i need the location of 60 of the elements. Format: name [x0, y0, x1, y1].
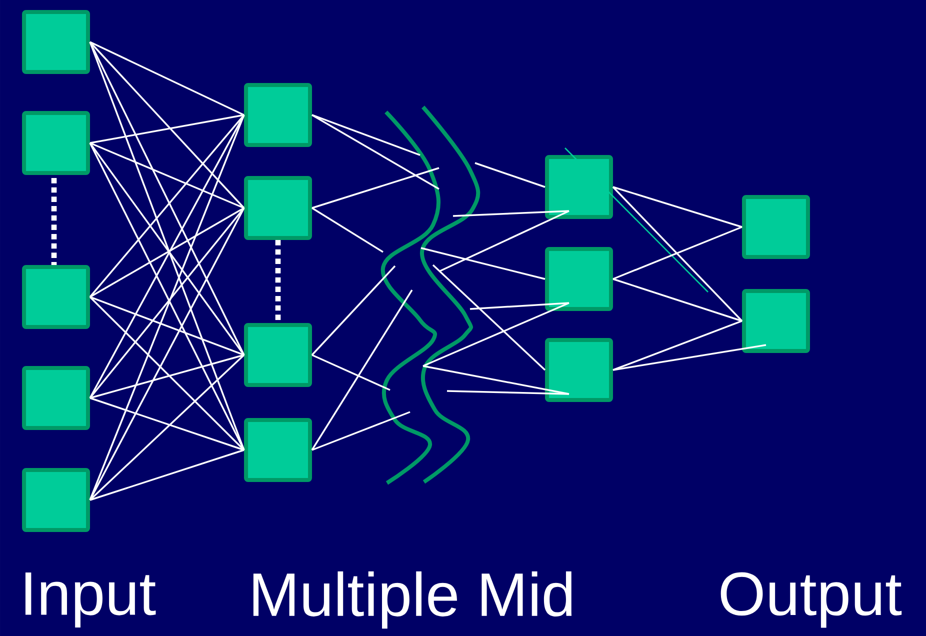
- connection-line: [312, 354, 390, 391]
- connection-line: [89, 114, 245, 500]
- neuron-box: [545, 338, 613, 402]
- connection-line: [312, 114, 440, 190]
- neuron-box: [244, 83, 312, 147]
- connection-line: [90, 354, 244, 399]
- connection-line: [612, 278, 742, 322]
- neuron-box: [742, 289, 810, 353]
- connection-line: [420, 247, 546, 280]
- connection-line: [90, 296, 244, 356]
- connection-line: [89, 142, 245, 450]
- connection-line: [89, 354, 245, 501]
- connection-line: [311, 290, 413, 450]
- connection-line: [90, 114, 244, 144]
- connection-line: [470, 302, 570, 310]
- connection-line: [612, 344, 766, 371]
- connection-line: [90, 397, 244, 451]
- layer-label: Output: [720, 572, 902, 628]
- neuron-box: [244, 176, 312, 240]
- connection-line: [89, 207, 245, 399]
- connection-line: [89, 42, 245, 356]
- layer-label: Input: [25, 572, 156, 628]
- connection-line: [89, 41, 245, 209]
- connection-line: [612, 186, 743, 322]
- connection-line: [612, 186, 742, 228]
- connection-line: [432, 264, 546, 371]
- connection-line: [312, 167, 440, 209]
- neuron-box: [244, 323, 312, 387]
- connection-line: [90, 207, 244, 298]
- connection-line: [474, 162, 546, 188]
- neuron-box: [22, 265, 90, 329]
- connection-line: [89, 42, 245, 450]
- connection-line: [312, 411, 410, 451]
- connection-line: [89, 114, 245, 298]
- connection-line: [311, 265, 396, 356]
- connection-line: [312, 207, 384, 253]
- connection-line: [89, 142, 245, 356]
- neuron-box: [22, 468, 90, 532]
- connection-line: [90, 41, 244, 116]
- neuron-box: [742, 195, 810, 259]
- neuron-box: [22, 10, 90, 74]
- connection-line: [612, 320, 742, 371]
- layer-label: Multiple Mid: [253, 571, 572, 629]
- connection-line: [612, 226, 742, 280]
- neuron-box: [244, 418, 312, 482]
- neuron-box: [545, 247, 613, 311]
- connection-line: [89, 296, 245, 451]
- connection-line: [422, 365, 570, 395]
- connection-line: [452, 210, 570, 217]
- connection-line: [446, 390, 570, 395]
- connection-line: [422, 302, 570, 367]
- neuron-box: [545, 155, 613, 219]
- connection-line: [90, 449, 244, 501]
- connection-line: [90, 142, 244, 209]
- neuron-box: [22, 366, 90, 430]
- connection-line: [89, 114, 245, 398]
- connection-line: [312, 114, 420, 156]
- connection-line: [89, 208, 245, 500]
- connection-line: [440, 210, 570, 272]
- neuron-box: [22, 111, 90, 175]
